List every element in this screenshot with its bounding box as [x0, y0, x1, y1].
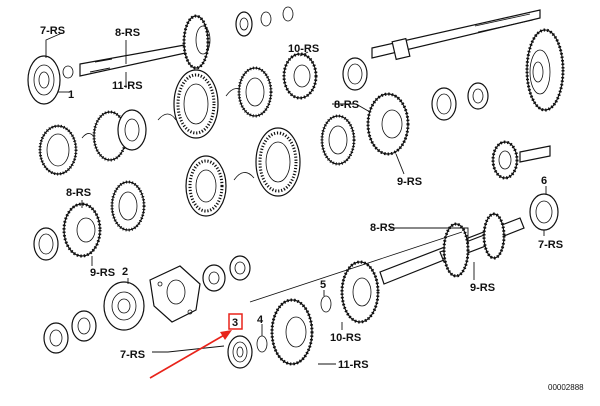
callout-11rs-a: 11-RS [112, 80, 143, 92]
callout-8rs-d: 8-RS [370, 222, 395, 234]
callout-11rs-b: 11-RS [338, 359, 369, 371]
callout-3: 3 [232, 317, 238, 329]
callout-8rs-b: 8-RS [334, 99, 359, 111]
output-flange-assembly [43, 255, 251, 354]
callout-8rs-c: 8-RS [66, 187, 91, 199]
highlight-box [228, 313, 243, 330]
callout-9rs-a: 9-RS [397, 176, 422, 188]
leader-lines [45, 32, 547, 365]
callout-9rs-b: 9-RS [90, 267, 115, 279]
callout-6: 6 [541, 175, 547, 187]
callout-7rs-a: 7-RS [40, 25, 65, 37]
callout-5: 5 [320, 279, 326, 291]
synchro-gear-stack [33, 52, 551, 261]
callout-10rs-a: 10-RS [288, 43, 319, 55]
callout-4: 4 [257, 314, 264, 326]
callout-7rs-c: 7-RS [120, 349, 145, 361]
red-arrow-indicator [149, 330, 232, 379]
callout-labels: 7-RS 8-RS 11-RS 1 10-RS 8-RS 9-RS 6 8-RS… [40, 25, 563, 371]
callout-2: 2 [122, 266, 128, 278]
upper-shaft-assembly [27, 6, 565, 112]
document-number: 00002888 [548, 383, 584, 392]
callout-7rs-b: 7-RS [538, 239, 563, 251]
callout-8rs-a: 8-RS [115, 27, 140, 39]
callout-10rs-b: 10-RS [330, 332, 361, 344]
layshaft-assembly [227, 193, 559, 369]
callout-9rs-c: 9-RS [470, 282, 495, 294]
callout-1: 1 [68, 89, 74, 101]
